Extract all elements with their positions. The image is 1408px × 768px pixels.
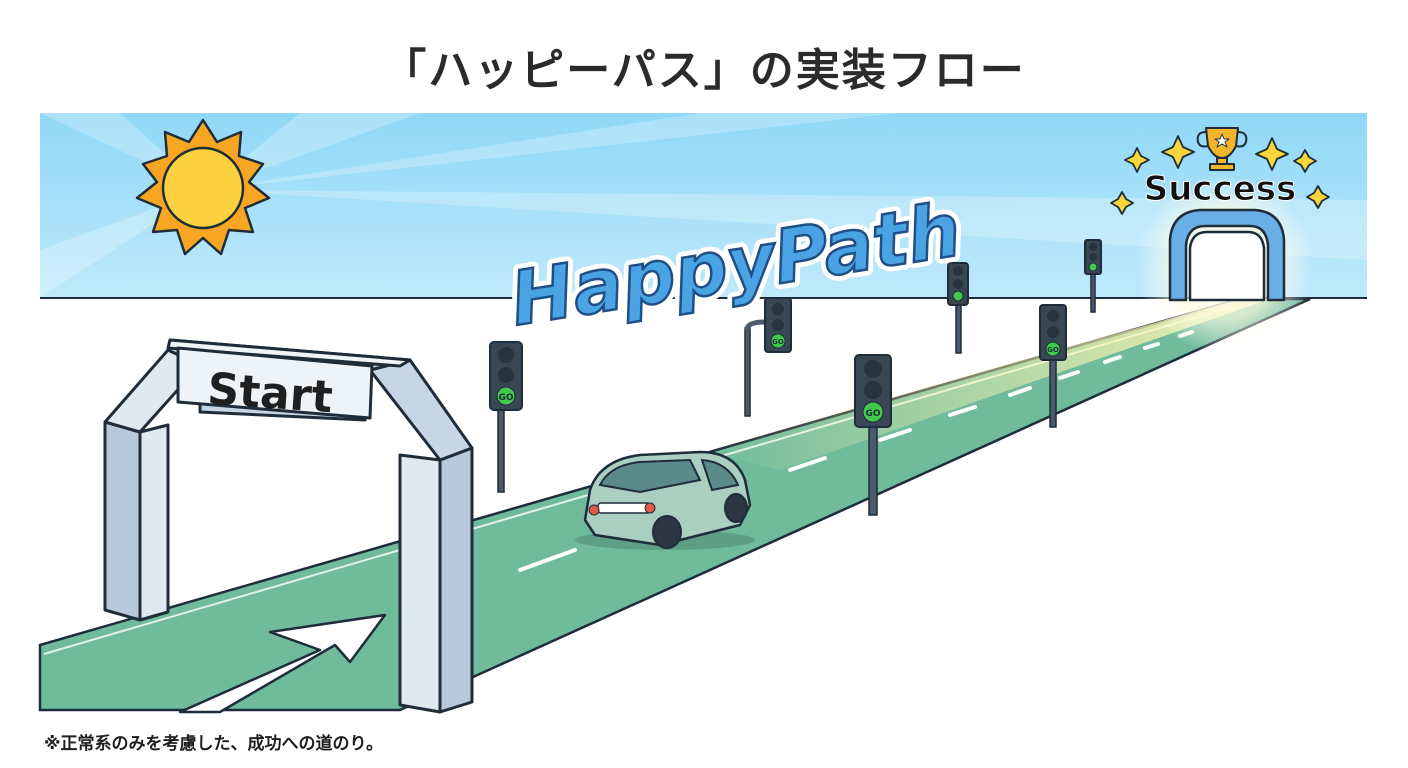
- success-gate: [1168, 208, 1286, 302]
- sun-icon: [135, 118, 271, 256]
- arrow-icon: [178, 613, 387, 714]
- footnote: ※正常系のみを考慮した、成功への道のり。: [44, 734, 384, 754]
- sparkle-icon: [1110, 135, 1330, 215]
- go-label: GO: [865, 409, 880, 419]
- traffic-light-icon: [489, 239, 1102, 516]
- start-arch: [103, 338, 474, 714]
- go-label: GO: [498, 393, 513, 403]
- go-label: GO: [1047, 346, 1059, 354]
- success-label: Success: [1144, 169, 1297, 209]
- page-title: 「ハッピーパス」の実装フロー: [382, 45, 1026, 96]
- start-label: Start: [206, 364, 334, 424]
- go-label: GO: [772, 338, 784, 346]
- trophy-icon: [1196, 127, 1248, 171]
- sky-rays: [40, 113, 1367, 298]
- road-beam: [700, 299, 1270, 470]
- car-icon: [575, 450, 755, 550]
